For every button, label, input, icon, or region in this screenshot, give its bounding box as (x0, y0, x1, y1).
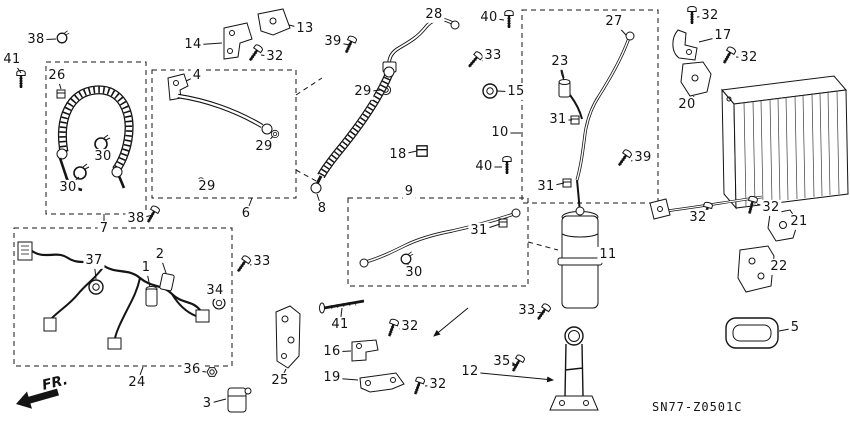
callout-7-label: 7 (97, 220, 111, 238)
callout-33-label: 33 (251, 253, 273, 271)
leader-line-12 (469, 371, 554, 383)
bracket-22 (737, 245, 775, 293)
callout-38-label: 38 (125, 210, 147, 228)
callout-38-label: 38 (25, 31, 47, 49)
callout-30-label: 30 (92, 148, 114, 166)
callout-24-label: 24 (126, 374, 148, 392)
callout-23-label: 23 (549, 53, 571, 71)
callout-3-label: 3 (200, 395, 214, 413)
callout-39-label: 39 (322, 33, 344, 51)
wire-harness-24 (17, 241, 253, 350)
condenser-fins (743, 90, 840, 207)
callout-6-label: 6 (239, 205, 253, 223)
condenser-assembly (614, 5, 849, 349)
callout-8-label: 8 (315, 200, 329, 218)
callout-1-label: 1 (139, 259, 153, 277)
callout-35-label: 35 (491, 353, 513, 371)
callout-32-label: 32 (399, 318, 421, 336)
pipe-bracket (649, 198, 671, 220)
routing-arrow (433, 307, 469, 337)
callout-12-label: 12 (459, 363, 481, 381)
callout-28-label: 28 (423, 6, 445, 24)
callout-29-label: 29 (196, 178, 218, 196)
callout-40-label: 40 (478, 9, 500, 27)
seal-5 (725, 317, 779, 349)
callout-17-label: 17 (712, 27, 734, 45)
group-box-pipes-10 (521, 9, 659, 204)
callout-26-label: 26 (46, 67, 68, 85)
group-box-pipe-6 (151, 69, 297, 199)
fr-arrow-icon (16, 388, 59, 409)
callout-22-label: 22 (768, 258, 790, 276)
callout-33-label: 33 (516, 302, 538, 320)
callout-19-label: 19 (321, 369, 343, 387)
callout-41-label: 41 (1, 51, 23, 69)
callout-40-label: 40 (473, 158, 495, 176)
callout-33-label: 33 (482, 47, 504, 65)
callout-10-label: 10 (489, 124, 511, 142)
callout-15-label: 15 (505, 83, 527, 101)
callout-29-label: 29 (253, 138, 275, 156)
callout-2-label: 2 (153, 246, 167, 264)
callout-32-label: 32 (760, 199, 782, 217)
callout-21-label: 21 (788, 213, 810, 231)
callout-32-label: 32 (687, 209, 709, 227)
pipes-10-23-27 (464, 9, 635, 215)
callout-18-label: 18 (387, 146, 409, 164)
group-box-pipe-9 (347, 197, 529, 287)
callout-34-label: 34 (204, 282, 226, 300)
callout-41-label: 41 (329, 316, 351, 334)
callout-30-label: 30 (403, 264, 425, 282)
callout-25-label: 25 (269, 372, 291, 390)
callout-32-label: 32 (264, 48, 286, 66)
assembly-boxes (13, 9, 659, 367)
callout-27-label: 27 (603, 13, 625, 31)
callout-39-label: 39 (632, 149, 654, 167)
pipe-9 (359, 208, 521, 337)
callout-31-label: 31 (547, 111, 569, 129)
callout-31-label: 31 (535, 178, 557, 196)
callout-11-label: 11 (597, 246, 619, 264)
callout-29-label: 29 (352, 83, 374, 101)
callout-36-label: 36 (181, 361, 203, 379)
group-box-harness-24 (13, 227, 233, 367)
connection-dashes (295, 77, 559, 251)
diagram-code: SN77-Z0501C (652, 400, 743, 414)
callout-16-label: 16 (321, 343, 343, 361)
group-box-hose-7 (45, 61, 147, 215)
callout-32-label: 32 (427, 376, 449, 394)
callout-14-label: 14 (182, 36, 204, 54)
hose-8-pipe-28 (310, 17, 460, 194)
callout-20-label: 20 (676, 96, 698, 114)
bracket-12 (508, 326, 599, 411)
pipe-6 (143, 73, 280, 226)
callout-4-label: 4 (190, 67, 204, 85)
callout-5-label: 5 (788, 319, 802, 337)
brackets-13-14 (223, 8, 291, 65)
callout-32-label: 32 (699, 7, 721, 25)
callout-31-label: 31 (468, 222, 490, 240)
suction-hose-7 (15, 30, 134, 192)
nut-36-bracket-3 (206, 367, 252, 413)
callout-37-label: 37 (83, 252, 105, 270)
bracket-20 (680, 61, 712, 97)
callout-9-label: 9 (402, 183, 416, 201)
callout-32-label: 32 (738, 49, 760, 67)
callout-13-label: 13 (294, 20, 316, 38)
small-brackets (275, 299, 427, 397)
callout-30-label: 30 (57, 179, 79, 197)
